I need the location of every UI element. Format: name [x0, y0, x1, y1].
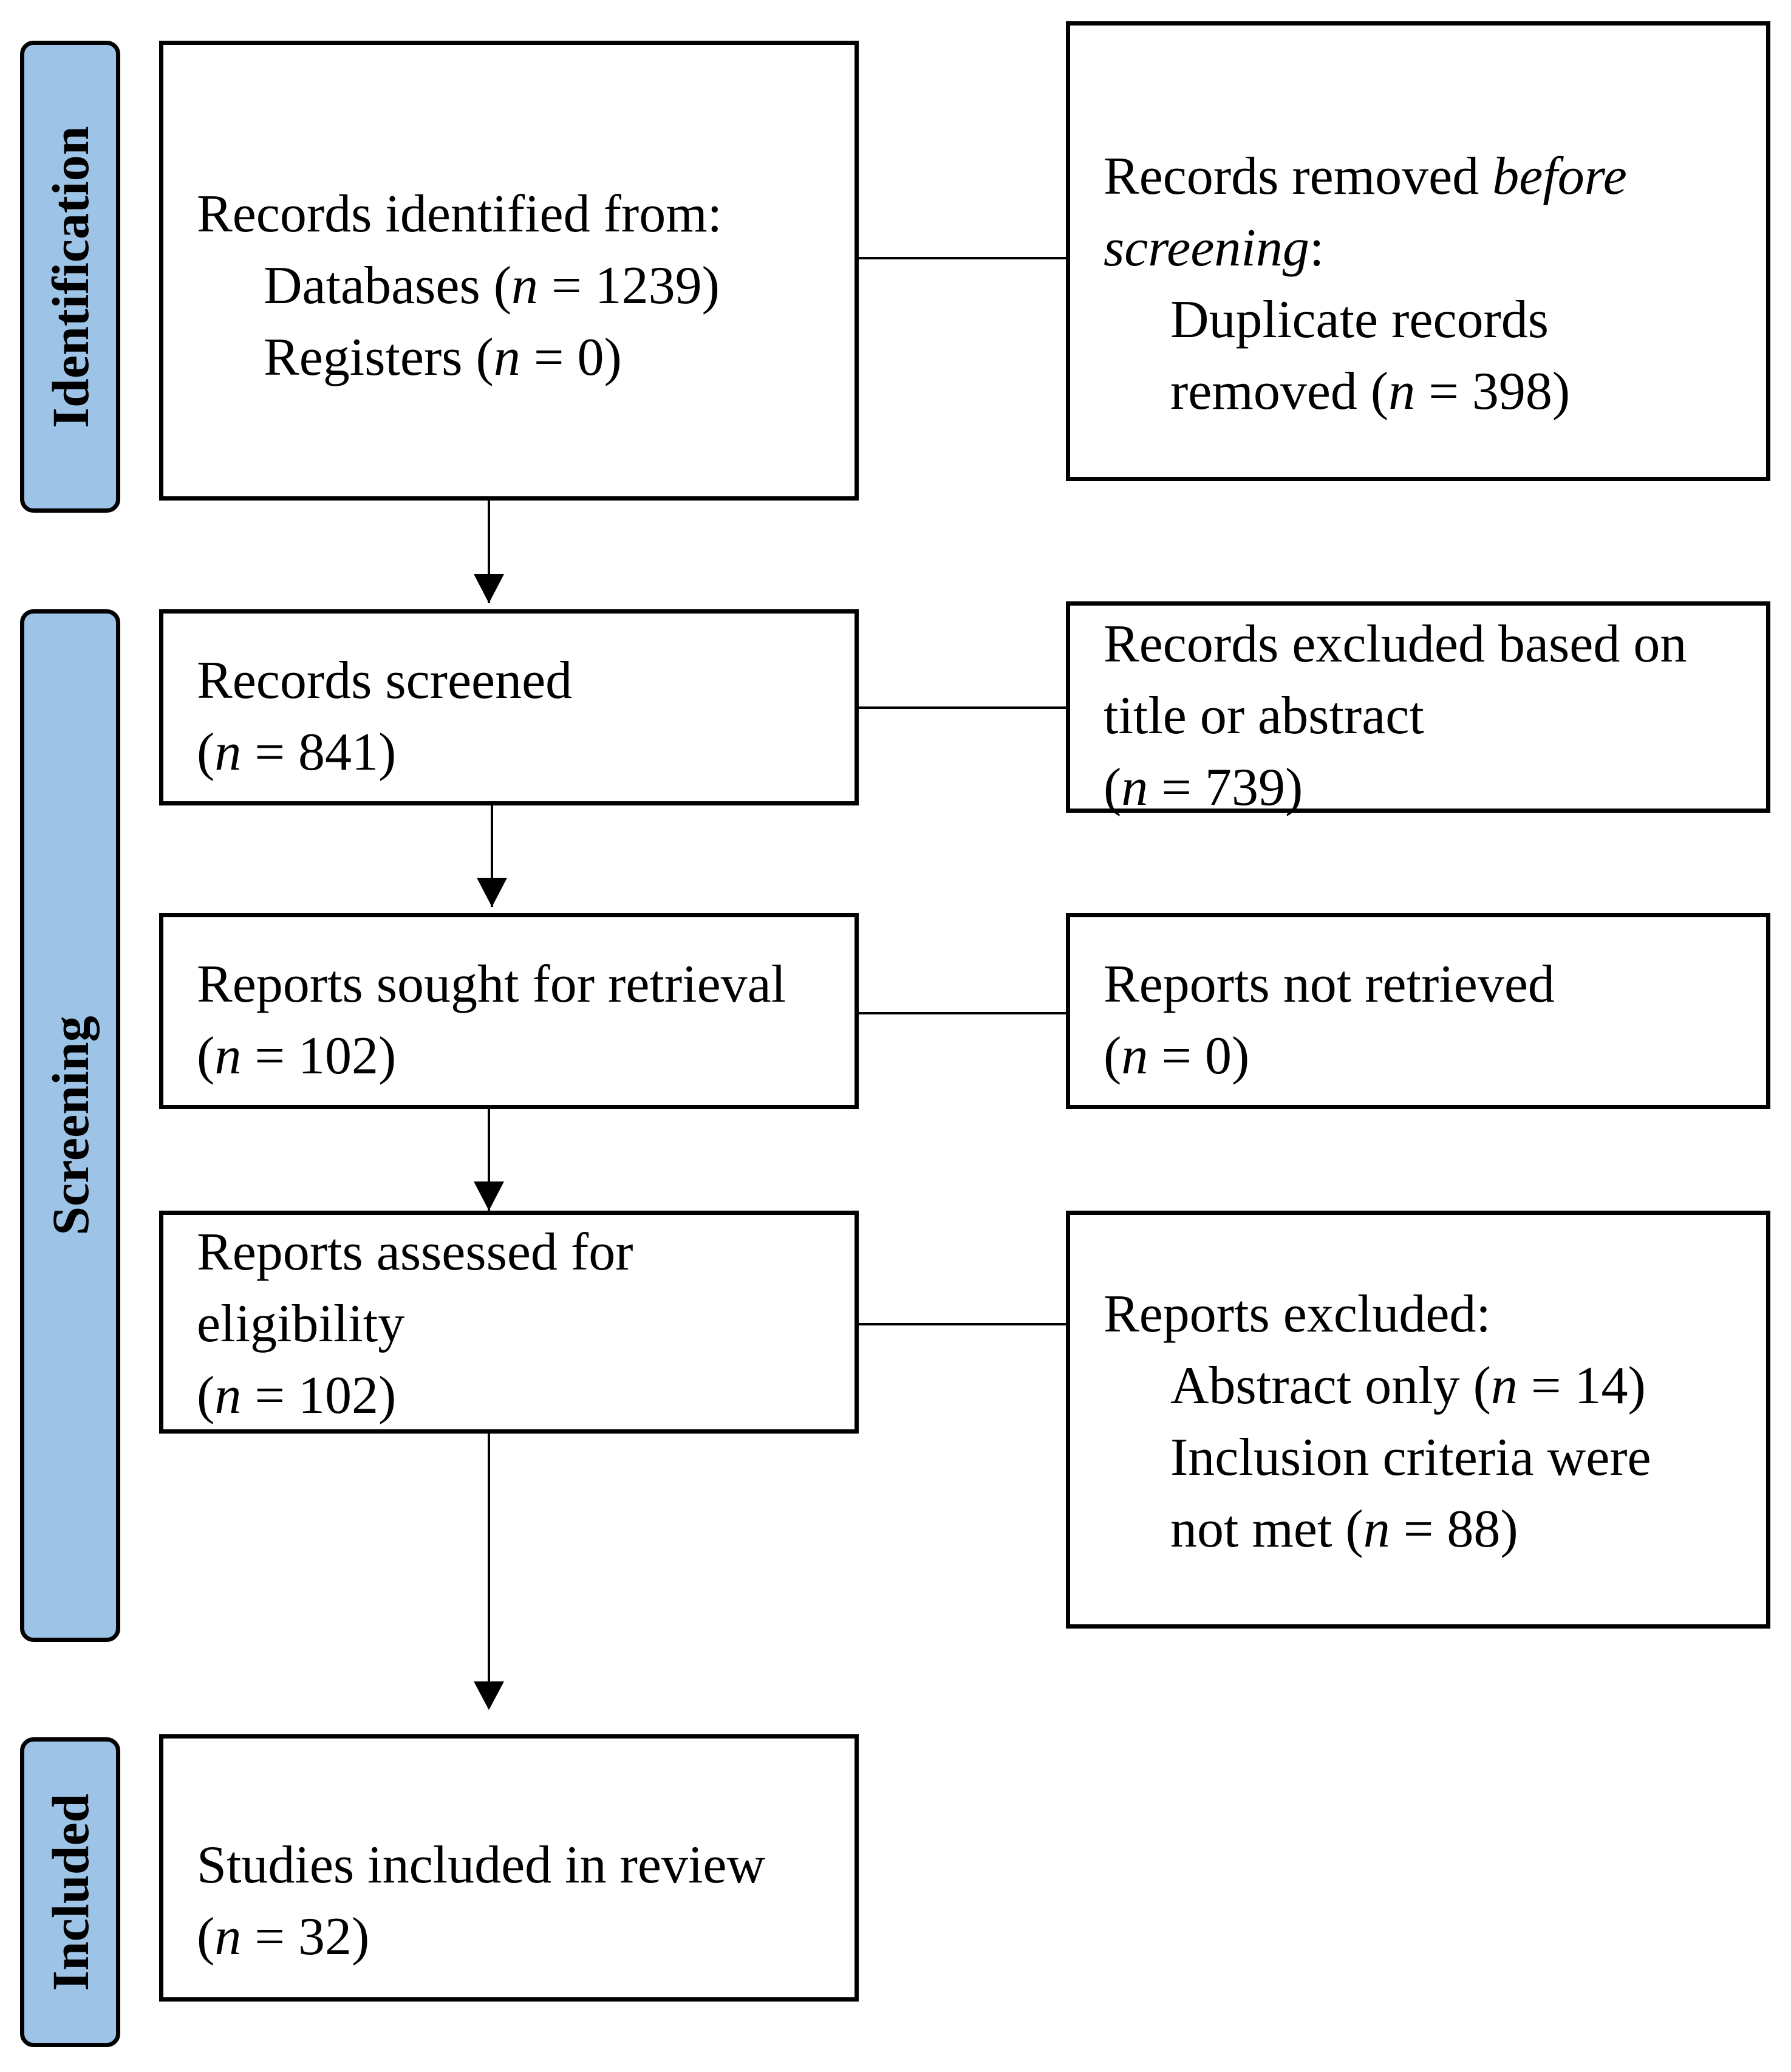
databases-count: Databases (n = 1239) [264, 256, 720, 315]
arrowhead-included [474, 1681, 504, 1710]
reports-sought-label: Reports sought for retrieval [197, 955, 786, 1014]
records-removed-heading: Records removed before [1104, 147, 1627, 206]
box-records-identified: Records identified from: Databases (n = … [159, 41, 859, 501]
box-reports-sought: Reports sought for retrieval (n = 102) [159, 913, 859, 1109]
reports-assessed-line1: Reports assessed for [197, 1223, 633, 1282]
studies-included-label: Studies included in review [197, 1836, 766, 1895]
stage-identification: Identification [20, 41, 120, 513]
stage-screening: Screening [20, 609, 120, 1642]
abstract-only-count: Abstract only (n = 14) [1170, 1356, 1646, 1415]
registers-count: Registers (n = 0) [264, 328, 622, 387]
records-removed-heading-cont: screening: [1104, 219, 1325, 278]
studies-included-count: (n = 32) [197, 1907, 370, 1966]
reports-assessed-line2: eligibility [197, 1294, 405, 1353]
reports-sought-count: (n = 102) [197, 1027, 397, 1086]
records-excluded-count: (n = 739) [1104, 758, 1303, 817]
stage-label-included: Included [41, 1793, 100, 1991]
duplicate-records-count: removed (n = 398) [1170, 362, 1571, 421]
reports-not-retrieved-label: Reports not retrieved [1104, 955, 1555, 1014]
arrowhead-sought [477, 878, 507, 907]
duplicate-records-line: Duplicate records [1170, 290, 1549, 349]
records-screened-label: Records screened [197, 651, 573, 710]
records-excluded-line1: Records excluded based on [1104, 615, 1687, 674]
stage-included: Included [20, 1737, 120, 2047]
records-screened-count: (n = 841) [197, 723, 397, 782]
reports-not-retrieved-count: (n = 0) [1104, 1027, 1250, 1086]
box-studies-included: Studies included in review (n = 32) [159, 1734, 859, 2002]
box-reports-assessed: Reports assessed for eligibility (n = 10… [159, 1211, 859, 1434]
reports-assessed-count: (n = 102) [197, 1366, 397, 1425]
records-identified-heading: Records identified from: [197, 185, 723, 244]
arrowhead-screened [474, 574, 504, 603]
inclusion-criteria-count: not met (n = 88) [1170, 1500, 1518, 1559]
box-records-excluded: Records excluded based on title or abstr… [1066, 601, 1770, 817]
box-reports-not-retrieved: Reports not retrieved (n = 0) [1066, 913, 1770, 1109]
box-records-removed: Records removed before screening: Duplic… [1066, 21, 1770, 481]
arrowhead-assessed [474, 1181, 504, 1211]
box-records-screened: Records screened (n = 841) [159, 609, 859, 805]
stage-label-screening: Screening [41, 1016, 100, 1236]
reports-excluded-heading: Reports excluded: [1104, 1285, 1491, 1344]
stage-label-identification: Identification [41, 126, 100, 428]
records-excluded-line2: title or abstract [1104, 686, 1424, 745]
box-reports-excluded: Reports excluded: Abstract only (n = 14)… [1066, 1211, 1770, 1629]
inclusion-criteria-line: Inclusion criteria were [1170, 1428, 1651, 1487]
